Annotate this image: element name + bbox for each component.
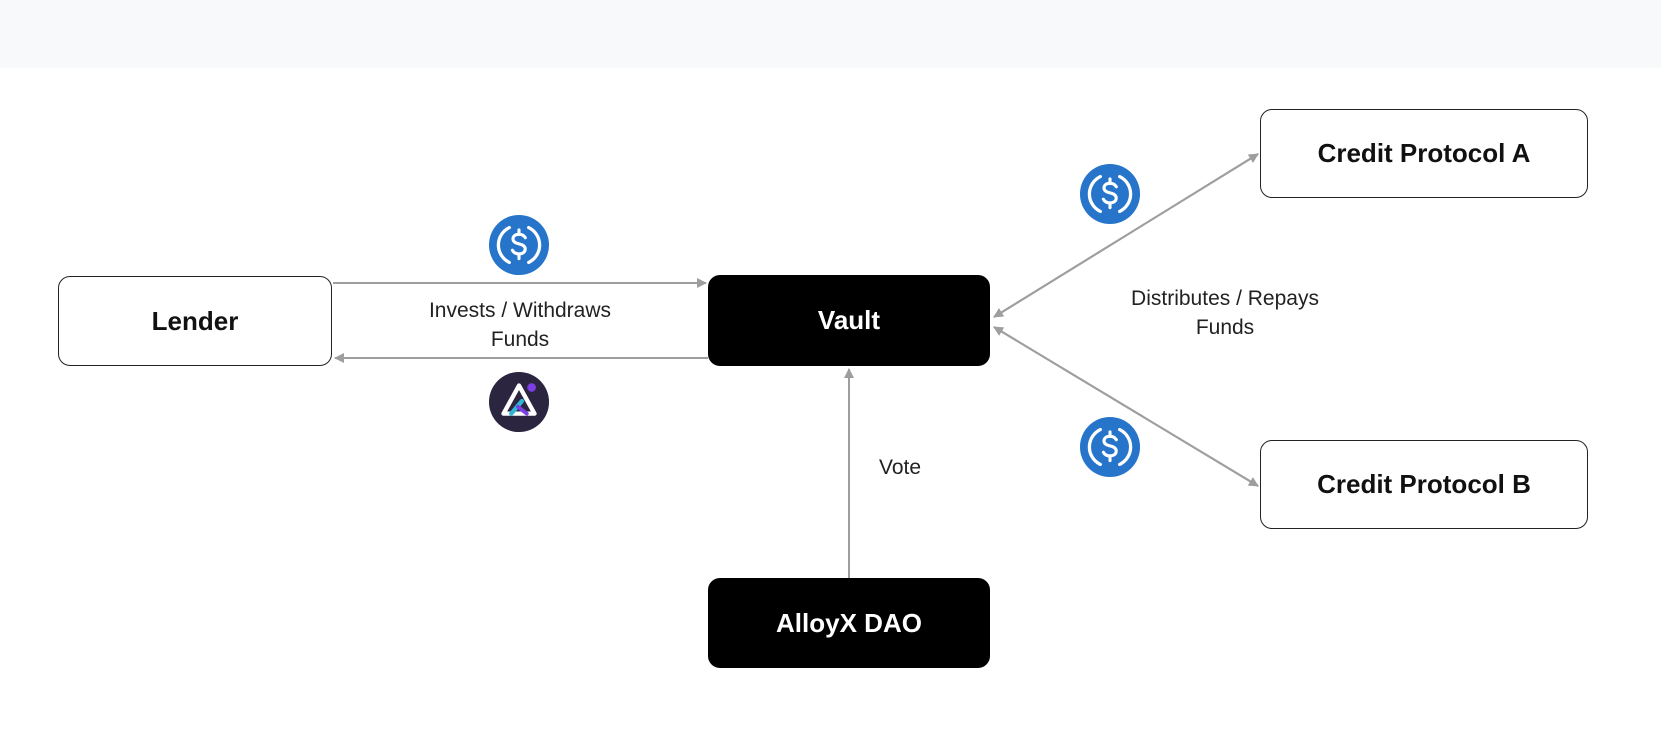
edge-label-distribute-line1: Distributes / Repays xyxy=(1131,287,1319,310)
usdc-coin-icon xyxy=(488,214,550,276)
edge-label-invest-line1: Invests / Withdraws xyxy=(428,299,612,322)
edge-cpa-to-vault xyxy=(993,153,1259,318)
node-credit-protocol-a: Credit Protocol A xyxy=(1260,109,1588,198)
header-band xyxy=(0,0,1661,68)
edge-label-distribute: Distributes / Repays Funds xyxy=(1105,284,1345,342)
usdc-coin-icon xyxy=(1079,163,1141,225)
edge-label-invest-line2: Funds xyxy=(490,328,550,351)
node-lender: Lender xyxy=(58,276,332,366)
edge-label-vote: Vote xyxy=(878,456,922,479)
alloyx-logo-icon xyxy=(488,371,550,433)
node-alloyx-dao: AlloyX DAO xyxy=(708,578,990,668)
node-vault: Vault xyxy=(708,275,990,366)
edge-cpb-to-vault xyxy=(993,326,1259,487)
node-credit-protocol-b: Credit Protocol B xyxy=(1260,440,1588,529)
usdc-coin-icon xyxy=(1079,416,1141,478)
edge-label-invest: Invests / Withdraws Funds xyxy=(400,296,640,354)
edge-label-distribute-line2: Funds xyxy=(1195,316,1255,339)
